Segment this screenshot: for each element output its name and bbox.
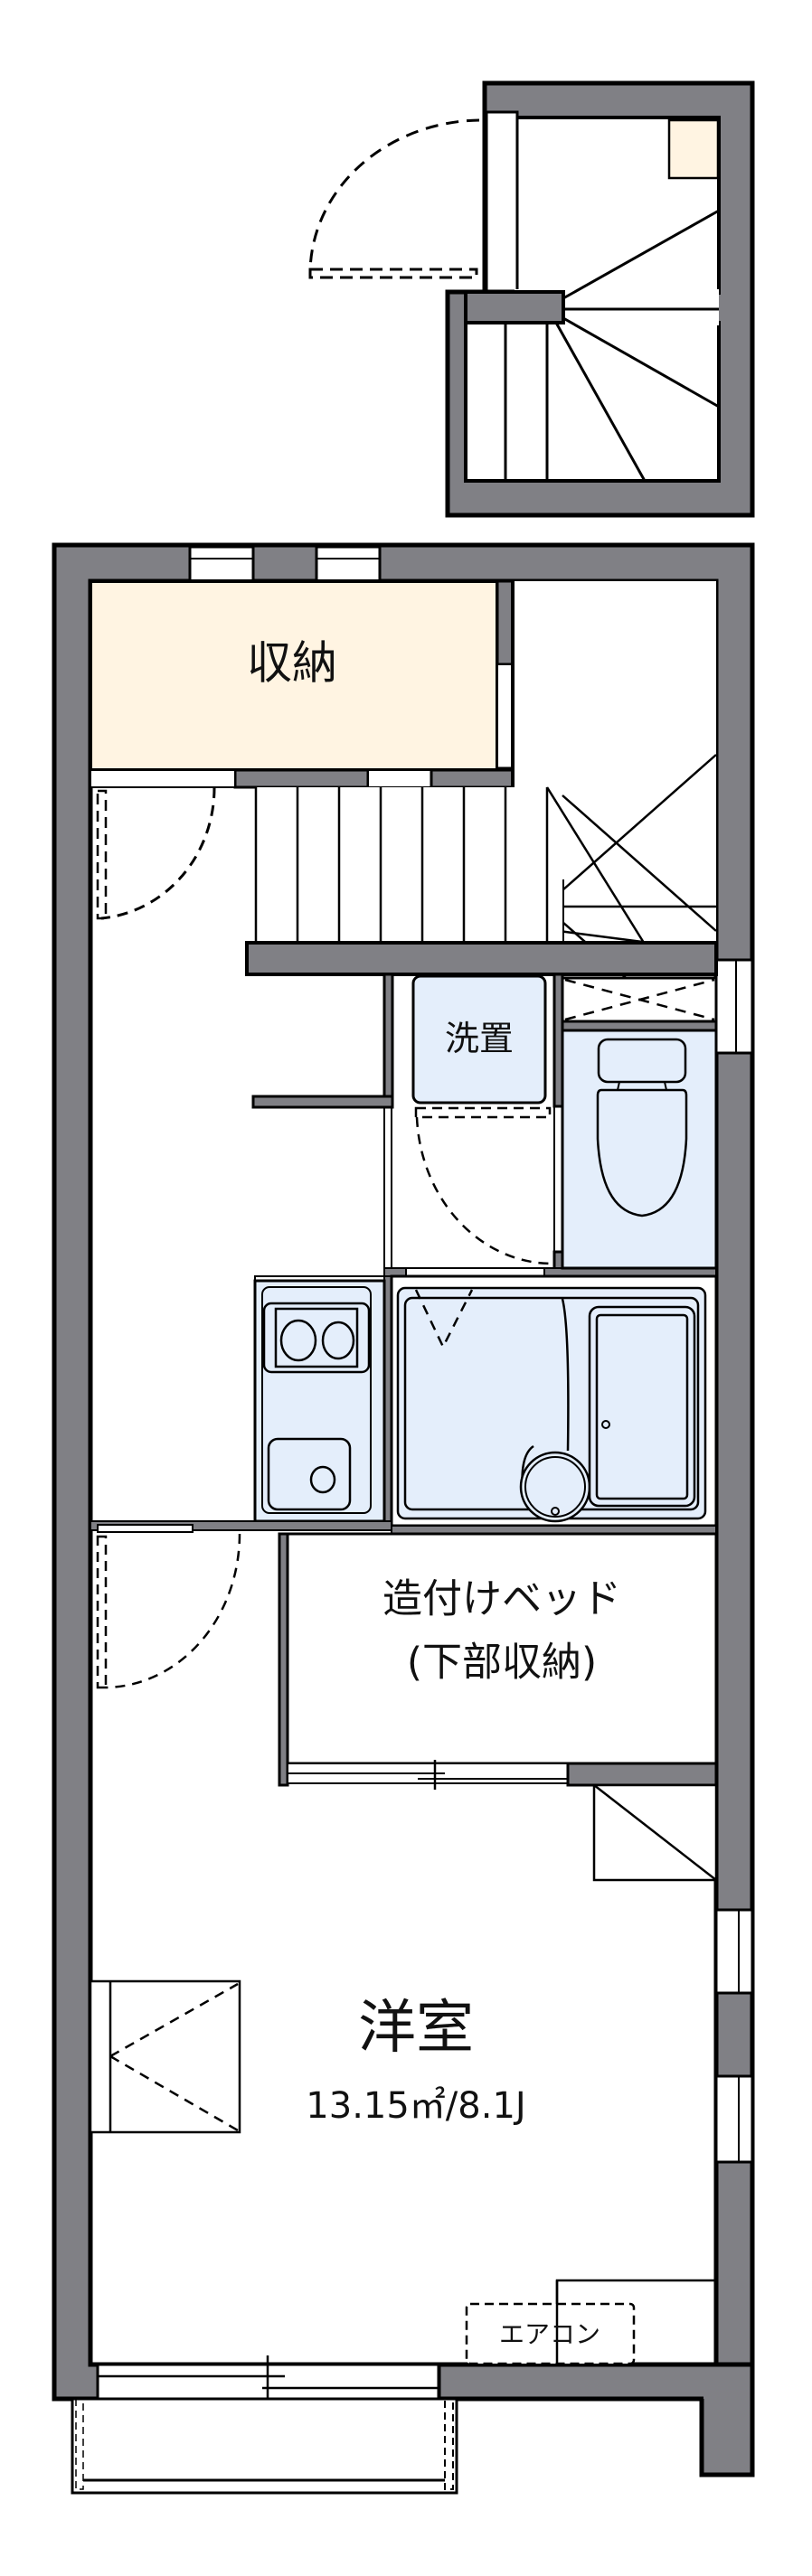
sink (267, 1437, 352, 1511)
washer-label: 洗置 (444, 1019, 515, 1059)
toilet-bowl (596, 1088, 688, 1217)
upper-storage-box (667, 118, 720, 180)
washbasin (519, 1451, 591, 1523)
air-conditioner (465, 2302, 636, 2365)
balcony-sliding-window (96, 2355, 440, 2408)
western-room-area: 13.15㎡/8.1J (306, 2085, 526, 2127)
drain-icon (309, 1465, 336, 1494)
toilet-tank (597, 1038, 687, 1084)
kitchen-counter (253, 1275, 386, 1523)
upper-stair-treads (504, 209, 720, 482)
washer-space (411, 974, 547, 1105)
built-in-bed-label-line2: (下部収納) (406, 1639, 598, 1686)
wash-door-swing (415, 1116, 553, 1265)
western-room-label: 洋室 (358, 1995, 474, 2063)
storage-label: 収納 (247, 636, 337, 690)
upper-stair-block (308, 80, 755, 518)
top-windows (188, 545, 382, 583)
burner-icon (279, 1319, 317, 1362)
main-stair-run (245, 786, 718, 976)
built-in-bed (278, 1532, 718, 1790)
bath-door-swing (414, 1289, 474, 1349)
pipe-space (561, 976, 718, 1023)
right-windows (714, 1908, 754, 2164)
balcony (71, 2397, 458, 2495)
built-in-bed-label-line1: 造付けベッド (382, 1575, 621, 1622)
entry-door-swing (100, 786, 216, 920)
toilet-room (561, 1029, 718, 1270)
room-closet (89, 1979, 241, 2134)
unit-bath (390, 1274, 718, 1528)
burner-icon (321, 1321, 355, 1360)
air-conditioner-label: エアコン (498, 2318, 601, 2349)
